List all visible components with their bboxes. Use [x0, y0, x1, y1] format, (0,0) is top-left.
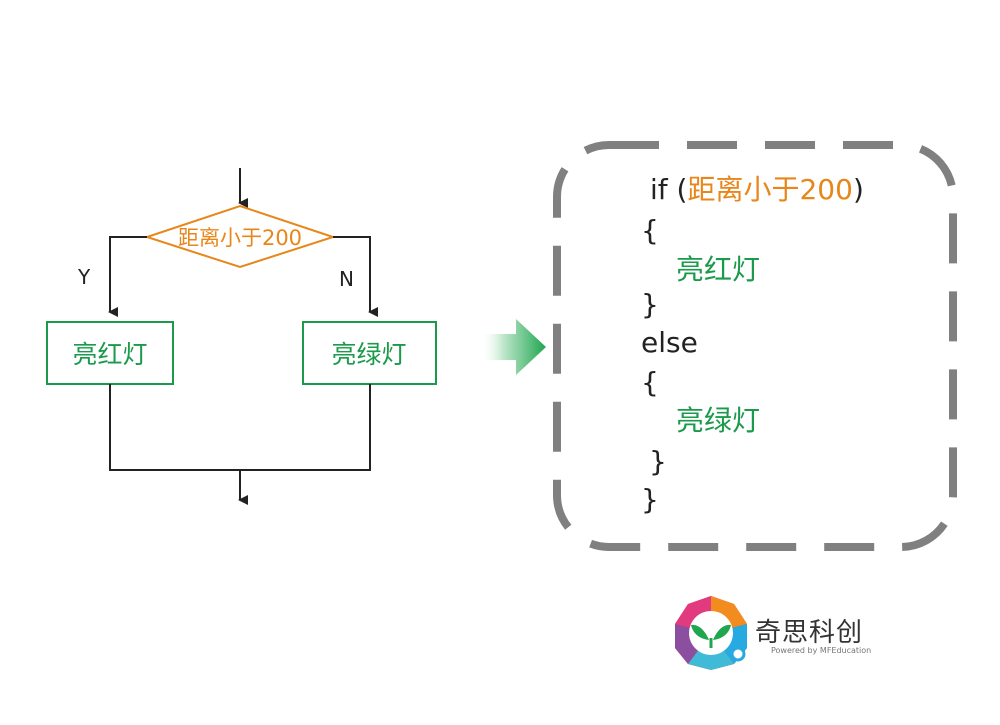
decision-label: 距离小于200 — [178, 226, 302, 250]
brand-logo-icon — [675, 596, 747, 670]
red-light-label: 亮红灯 — [72, 340, 147, 369]
code-frame — [553, 141, 957, 551]
yes-branch-line — [108, 236, 147, 317]
code-open-brace-1: { — [641, 214, 659, 247]
brand-tagline: Powered by MFEducation — [771, 646, 872, 655]
close-paren: ) — [852, 173, 864, 206]
red-light-box — [46, 321, 174, 385]
code-close-brace-3: } — [641, 483, 659, 516]
code-condition: 距离小于200 — [687, 173, 853, 206]
convert-arrow-icon — [480, 319, 546, 375]
if-keyword: if — [650, 173, 668, 206]
decision-diamond — [143, 204, 337, 269]
green-light-label: 亮绿灯 — [331, 340, 406, 369]
code-line-if: if (距离小于200) — [650, 174, 864, 206]
no-label: N — [339, 267, 354, 291]
code-else-action: 亮绿灯 — [676, 404, 761, 437]
yes-label: Y — [77, 265, 91, 289]
code-close-brace-2: } — [649, 445, 667, 478]
brand-name: 奇思科创 — [755, 618, 864, 648]
code-close-brace-1: } — [641, 288, 659, 321]
open-paren: ( — [676, 173, 688, 206]
no-branch-line — [333, 236, 378, 317]
code-if-action: 亮红灯 — [676, 253, 761, 286]
merge-line — [109, 384, 371, 471]
code-else-keyword: else — [641, 326, 698, 359]
code-open-brace-2: { — [641, 366, 659, 399]
